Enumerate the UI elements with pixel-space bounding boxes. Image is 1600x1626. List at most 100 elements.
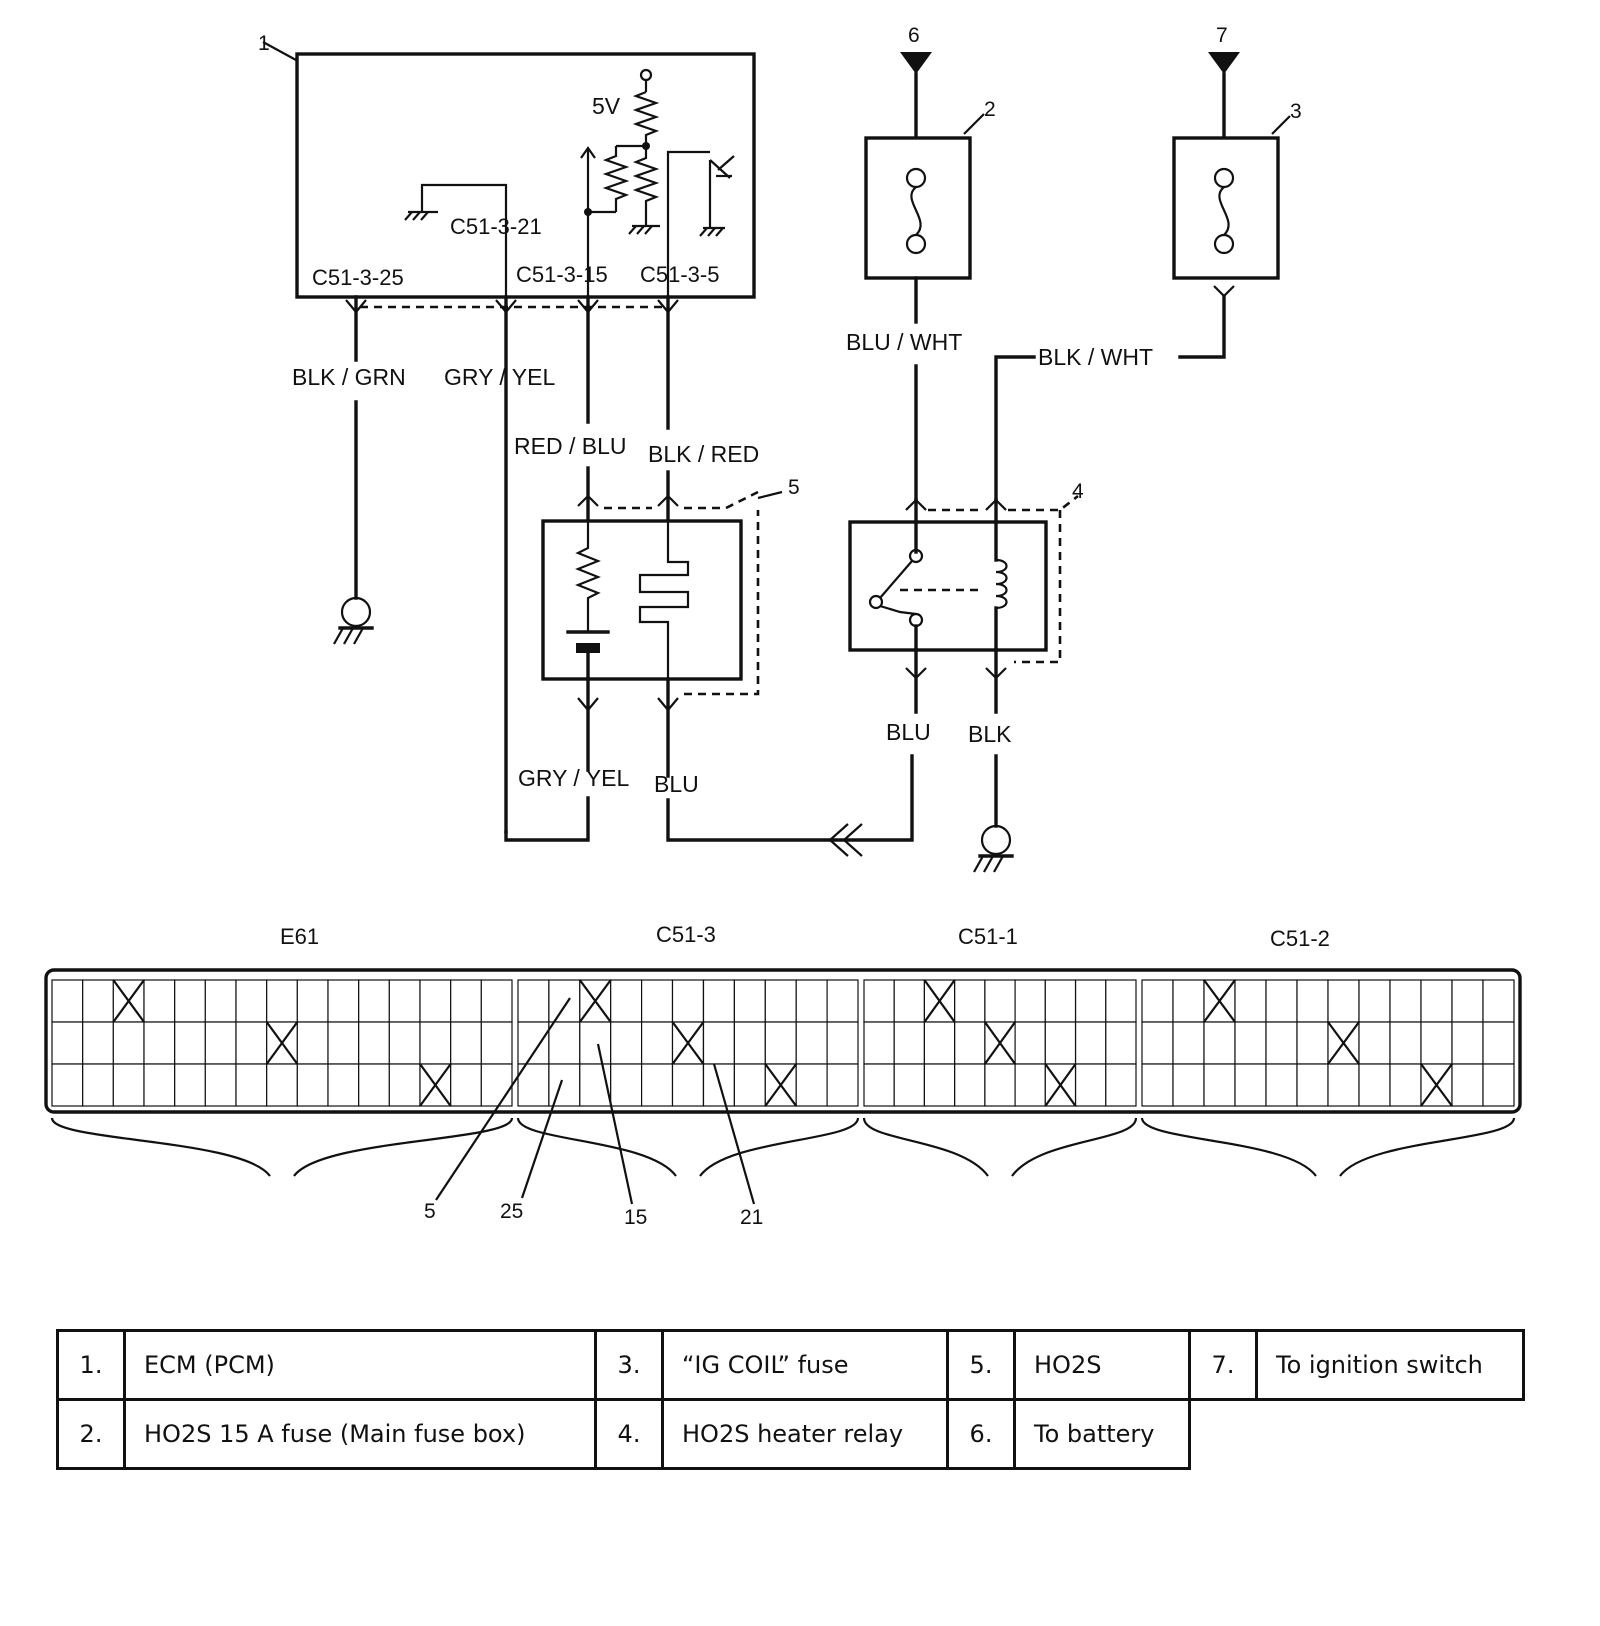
unused-cavity-mark bbox=[419, 1063, 452, 1107]
wire-label-blk-wht: BLK / WHT bbox=[1038, 344, 1153, 370]
connector-pin-cell bbox=[548, 979, 581, 1023]
terminal-c51-3-15: C51-3-15 bbox=[516, 262, 608, 287]
ho2s-heater-relay bbox=[848, 494, 1079, 828]
connector-label-c51-1: C51-1 bbox=[958, 924, 1018, 949]
connector-pin-cell bbox=[112, 1063, 145, 1107]
connector-pin-cell bbox=[1358, 1021, 1391, 1065]
pin-callout-5: 5 bbox=[424, 1200, 436, 1223]
connector-pin-cell bbox=[1265, 1063, 1298, 1107]
component-number-7: 7 bbox=[1216, 24, 1228, 47]
connector-pin-cell bbox=[1105, 979, 1137, 1023]
connector-pin-cell bbox=[1172, 1063, 1205, 1107]
connector-pin-cell bbox=[671, 1063, 704, 1107]
connector-pin-cell bbox=[984, 1063, 1016, 1107]
connector-pin-cell bbox=[1389, 1063, 1422, 1107]
legend-number: 7. bbox=[1188, 1329, 1258, 1401]
connector-pin-cell bbox=[1389, 1021, 1422, 1065]
connector-pin-cell bbox=[1482, 979, 1515, 1023]
unused-cavity-mark bbox=[764, 1063, 798, 1107]
connector-pin-cell bbox=[235, 1021, 268, 1065]
wire-label-blk-grn: BLK / GRN bbox=[292, 364, 406, 390]
connector-pin-cell bbox=[143, 979, 176, 1023]
connector-pin-cell bbox=[1451, 979, 1484, 1023]
connector-pin-cell bbox=[480, 1021, 513, 1065]
connector-pin-cell bbox=[1420, 979, 1453, 1023]
connector-pin-cell bbox=[480, 979, 513, 1023]
connector-pin-cell bbox=[1014, 1063, 1046, 1107]
connector-pin-cell bbox=[143, 1021, 176, 1065]
ground-symbol bbox=[333, 596, 374, 645]
bottom-wiring bbox=[504, 754, 914, 857]
connector-pin-cell bbox=[517, 1063, 550, 1107]
connector-pin-cell bbox=[1014, 1021, 1046, 1065]
legend-text: ECM (PCM) bbox=[123, 1329, 597, 1401]
unused-cavity-mark bbox=[1203, 979, 1236, 1023]
connector-pin-cell bbox=[204, 979, 237, 1023]
wire-label-blu-relay: BLU bbox=[886, 719, 931, 745]
legend-row: 1. ECM (PCM) 3. “IG COIL” fuse 5. HO2S 7… bbox=[56, 1329, 1525, 1401]
connector-pin-cell bbox=[388, 1021, 421, 1065]
connector-pin-cell bbox=[702, 1021, 735, 1065]
wire-label-blk-red: BLK / RED bbox=[648, 441, 759, 467]
connector-pin-cell bbox=[893, 1021, 926, 1065]
connector-pin-cell bbox=[174, 979, 206, 1023]
connector-pin-cell bbox=[1482, 1063, 1515, 1107]
wire-label-red-blu: RED / BLU bbox=[514, 433, 626, 459]
connector-pin-cell bbox=[826, 1063, 859, 1107]
connector-pin-cell bbox=[1234, 1063, 1267, 1107]
connector-pin-cell bbox=[1482, 1021, 1515, 1065]
wiring-diagram: 1 5V C51-3-21 C51-3-25 C51-3-15 C51-3-5 … bbox=[44, 24, 1522, 1229]
connector-pin-cell bbox=[1296, 1063, 1329, 1107]
connector-pin-cell bbox=[795, 1063, 828, 1107]
connector-pin-cell bbox=[419, 1021, 452, 1065]
connector-pin-cell bbox=[388, 1063, 421, 1107]
connector-pin-cell bbox=[450, 979, 483, 1023]
legend-number: 4. bbox=[594, 1398, 664, 1470]
connector-pin-cell bbox=[1451, 1021, 1484, 1065]
connector-pin-cell bbox=[450, 1021, 483, 1065]
unused-cavity-mark bbox=[983, 1021, 1017, 1065]
connector-pin-cell bbox=[266, 1063, 299, 1107]
connector-pin-cell bbox=[204, 1063, 237, 1107]
legend-number: 1. bbox=[56, 1329, 126, 1401]
connector-pin-cell bbox=[296, 979, 329, 1023]
pin-callout-25: 25 bbox=[500, 1200, 523, 1223]
connector-pin-cell bbox=[826, 979, 859, 1023]
connector-pin-cell bbox=[826, 1021, 859, 1065]
connector-pin-cell bbox=[204, 1021, 237, 1065]
connector-pin-cell bbox=[863, 979, 895, 1023]
connector-pin-cell bbox=[733, 979, 766, 1023]
connector-pin-cell bbox=[1327, 979, 1360, 1023]
legend-empty-cell bbox=[1190, 1400, 1257, 1469]
connector-pin-cell bbox=[1265, 979, 1298, 1023]
terminal-c51-3-21: C51-3-21 bbox=[450, 214, 542, 239]
unused-cavity-mark bbox=[578, 979, 612, 1023]
connector-pin-cell bbox=[548, 1063, 581, 1107]
connector-pin-cell bbox=[1358, 979, 1391, 1023]
terminal-c51-3-5: C51-3-5 bbox=[640, 262, 719, 287]
connector-label-c51-3: C51-3 bbox=[656, 922, 716, 947]
connector-pin-cell bbox=[733, 1063, 766, 1107]
component-number-2: 2 bbox=[984, 98, 996, 121]
connector-brace bbox=[50, 1117, 514, 1177]
ecm-module bbox=[262, 41, 756, 299]
ground-symbol-relay bbox=[973, 824, 1014, 873]
connector-pin-cell bbox=[1265, 1021, 1298, 1065]
pin-callout-15: 15 bbox=[624, 1206, 647, 1229]
connector-pin-cell bbox=[954, 1021, 986, 1065]
connector-pin-cell bbox=[863, 1063, 895, 1107]
connector-pin-cell bbox=[1105, 1021, 1137, 1065]
legend-number: 3. bbox=[594, 1329, 664, 1401]
connector-pin-cell bbox=[1105, 1063, 1137, 1107]
connector-pin-cell bbox=[610, 1021, 643, 1065]
pcm-connector-housing bbox=[44, 968, 1522, 1177]
connector-pin-cell bbox=[1074, 1021, 1107, 1065]
connector-pin-cell bbox=[764, 1021, 797, 1065]
connector-pin-cell bbox=[1296, 979, 1329, 1023]
component-number-1: 1 bbox=[258, 32, 270, 55]
connector-pin-cell bbox=[327, 979, 360, 1023]
legend-number: 2. bbox=[56, 1398, 126, 1470]
component-number-3: 3 bbox=[1290, 100, 1302, 123]
connector-pin-cell bbox=[358, 1021, 391, 1065]
connector-pin-cell bbox=[1014, 979, 1046, 1023]
